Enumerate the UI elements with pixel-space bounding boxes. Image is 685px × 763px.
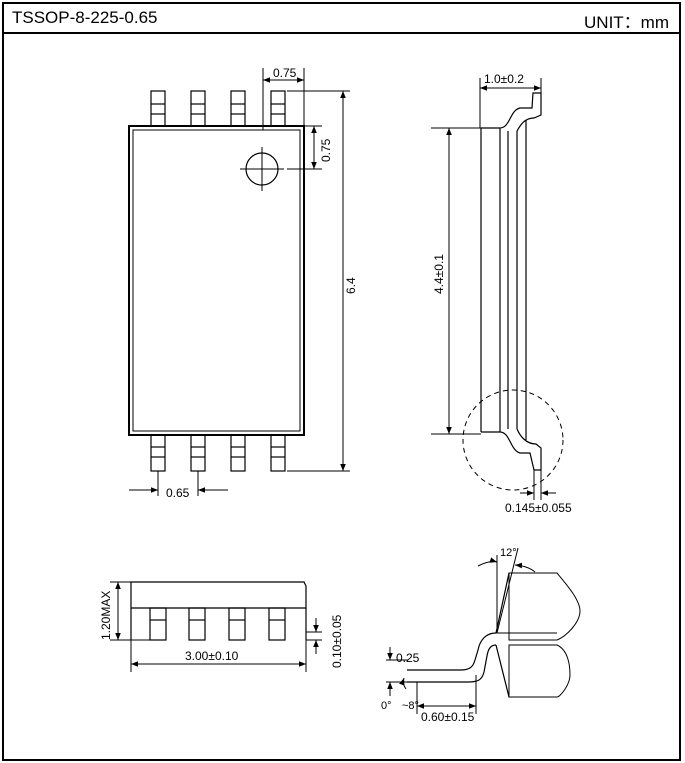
side-view: [431, 78, 564, 500]
package-body-inner: [132, 129, 301, 432]
front-view: [110, 581, 322, 672]
dim-foot-length: 0.60±0.15: [421, 710, 475, 724]
dim-angle-low: 0°: [381, 700, 392, 712]
dim-pitch: 0.65: [166, 486, 190, 500]
dim-pin1-offset: 0.75: [319, 138, 333, 162]
dim-angle-high: ~8°: [402, 700, 419, 712]
package-name: TSSOP-8-225-0.65: [12, 8, 158, 27]
dim-gauge-plane: 0.25: [396, 651, 420, 665]
dim-angle-top: 12°: [500, 547, 517, 559]
dim-lead-thickness: 0.145±0.055: [505, 501, 572, 515]
package-body: [128, 125, 305, 436]
dim-lead-length: 1.0±0.2: [484, 72, 524, 86]
dim-pin-width: 0.75: [273, 66, 297, 80]
dim-standoff: 0.10±0.05: [330, 614, 344, 668]
top-view: [128, 68, 350, 496]
front-pins: [149, 607, 286, 641]
dim-width: 3.00±0.10: [185, 649, 239, 663]
dim-total-length: 6.4: [344, 277, 358, 294]
title-bar: TSSOP-8-225-0.65 UNIT：mm: [4, 4, 679, 34]
detail-view: [386, 547, 581, 714]
bottom-pins: [150, 434, 286, 472]
dim-height: 1.20MAX: [99, 591, 113, 640]
dim-body-width: 4.4±0.1: [432, 254, 446, 294]
top-pins: [150, 90, 286, 127]
unit-label: UNIT：mm: [584, 13, 669, 32]
